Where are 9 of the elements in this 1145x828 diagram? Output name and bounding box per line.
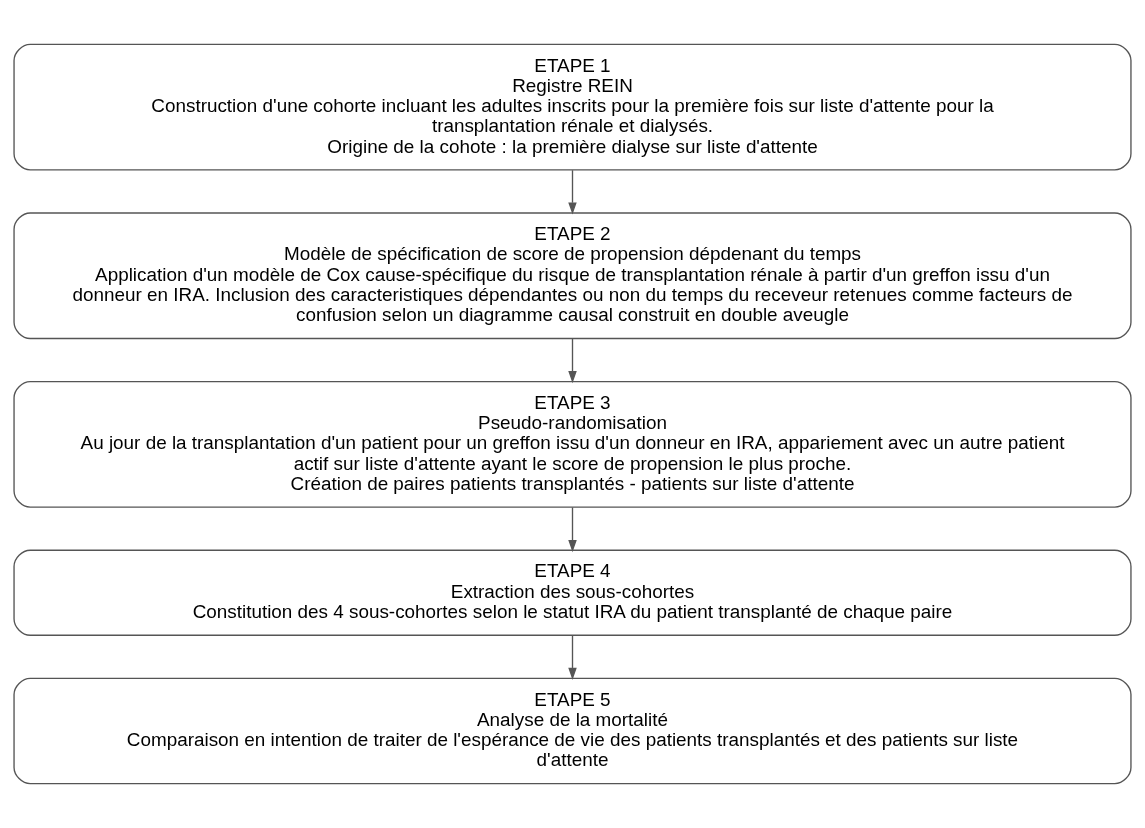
arrow bbox=[568, 169, 577, 215]
node-box: ETAPE 2 Modèle de spécification de score de propension dépdenant du temps Application d'un modèle de Cox cause-spécifique du risque de transplantation rénale à partir d'un greffon issu d'un donneur en IRA. Inclusion des caracteristiques dépendantes ou non du temps du receveur retenues comme facteurs de confusion selon un diagramme causal construit en double aveugle bbox=[13, 212, 1132, 340]
arrow bbox=[568, 506, 577, 553]
arrow bbox=[568, 338, 577, 384]
node-box: ETAPE 3 Pseudo-randomisation Au jour de la transplantation d'un patient pour un greffon issu d'un donneur en IRA, appariement avec un autre patient actif sur liste d'attente ayant le score de propension le plus proche. Création de paires patients transplantés - patients sur liste d'attente bbox=[13, 380, 1132, 508]
node-box: ETAPE 1 Registre REIN Construction d'une cohorte incluant les adultes inscrits pour la première fois sur liste d'attente pour la transplantation rénale et dialysés. Origine de la cohote : la première dialyse sur liste d'attente bbox=[13, 43, 1132, 171]
node-box: ETAPE 4 Extraction des sous-cohortes Constitution des 4 sous-cohortes selon le statut IRA du patient transplanté de chaque paire bbox=[13, 549, 1132, 636]
node-box: ETAPE 5 Analyse de la mortalité Comparaison en intention de traiter de l'espérance de vie des patients transplantés et des patients sur liste d'attente bbox=[13, 677, 1132, 785]
arrow bbox=[568, 634, 577, 680]
